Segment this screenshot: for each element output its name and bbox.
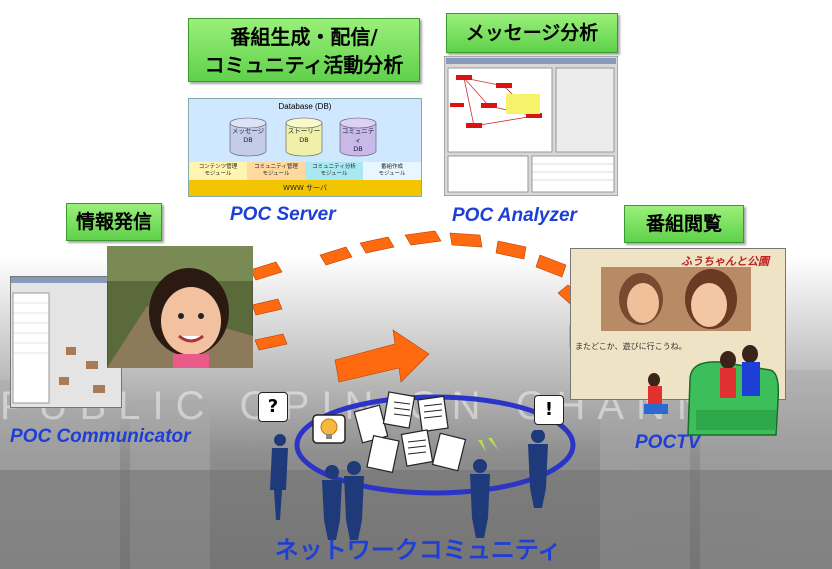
content-module: コンテンツ管理モジュール xyxy=(189,162,247,180)
network-community-label: ネットワークコミュニティ xyxy=(274,536,562,564)
communicator-window xyxy=(10,276,122,408)
exclaim-bubble: ! xyxy=(534,395,564,425)
analyzer-screenshot xyxy=(444,56,618,196)
server-function-box: 番組生成・配信/ コミュニティ活動分析 xyxy=(188,18,420,82)
story-db-icon xyxy=(285,117,323,157)
family-illustration xyxy=(644,345,780,436)
poctv-title: ふうちゃんと公園 xyxy=(681,255,769,268)
server-function-line1: 番組生成・配信/ xyxy=(230,25,378,49)
documents-stack xyxy=(353,391,467,474)
people-silhouettes xyxy=(270,430,548,540)
circulation-arrows xyxy=(249,230,589,383)
program-creation-module: 番組作成モジュール xyxy=(363,162,421,180)
community-analysis-module: コミュニティ分析モジュール xyxy=(305,162,363,180)
message-analysis-box: メッセージ分析 xyxy=(446,13,618,53)
poc-communicator-label: POC Communicator xyxy=(10,426,191,447)
community-mgmt-module: コミュニティ管理モジュール xyxy=(247,162,305,180)
www-server-bar: WWW サーバ xyxy=(189,180,421,196)
poc-server-label: POC Server xyxy=(230,204,336,225)
question-bubble: ? xyxy=(258,392,288,422)
spark-icon xyxy=(478,438,498,452)
message-db-icon xyxy=(229,117,267,157)
database-title: Database (DB) xyxy=(278,102,332,111)
lightbulb-icon xyxy=(312,414,346,444)
info-send-box: 情報発信 xyxy=(66,203,162,241)
poctv-label: POCTV xyxy=(635,432,701,453)
poc-analyzer-label: POC Analyzer xyxy=(452,205,577,226)
community-db-icon xyxy=(339,117,377,157)
poctv-video xyxy=(601,267,751,331)
program-view-box: 番組閲覧 xyxy=(624,205,744,243)
server-function-line2: コミュニティ活動分析 xyxy=(204,53,404,77)
poctv-caption: またどこか、遊びに行こうね。 xyxy=(575,342,687,351)
child-photo xyxy=(107,246,253,368)
